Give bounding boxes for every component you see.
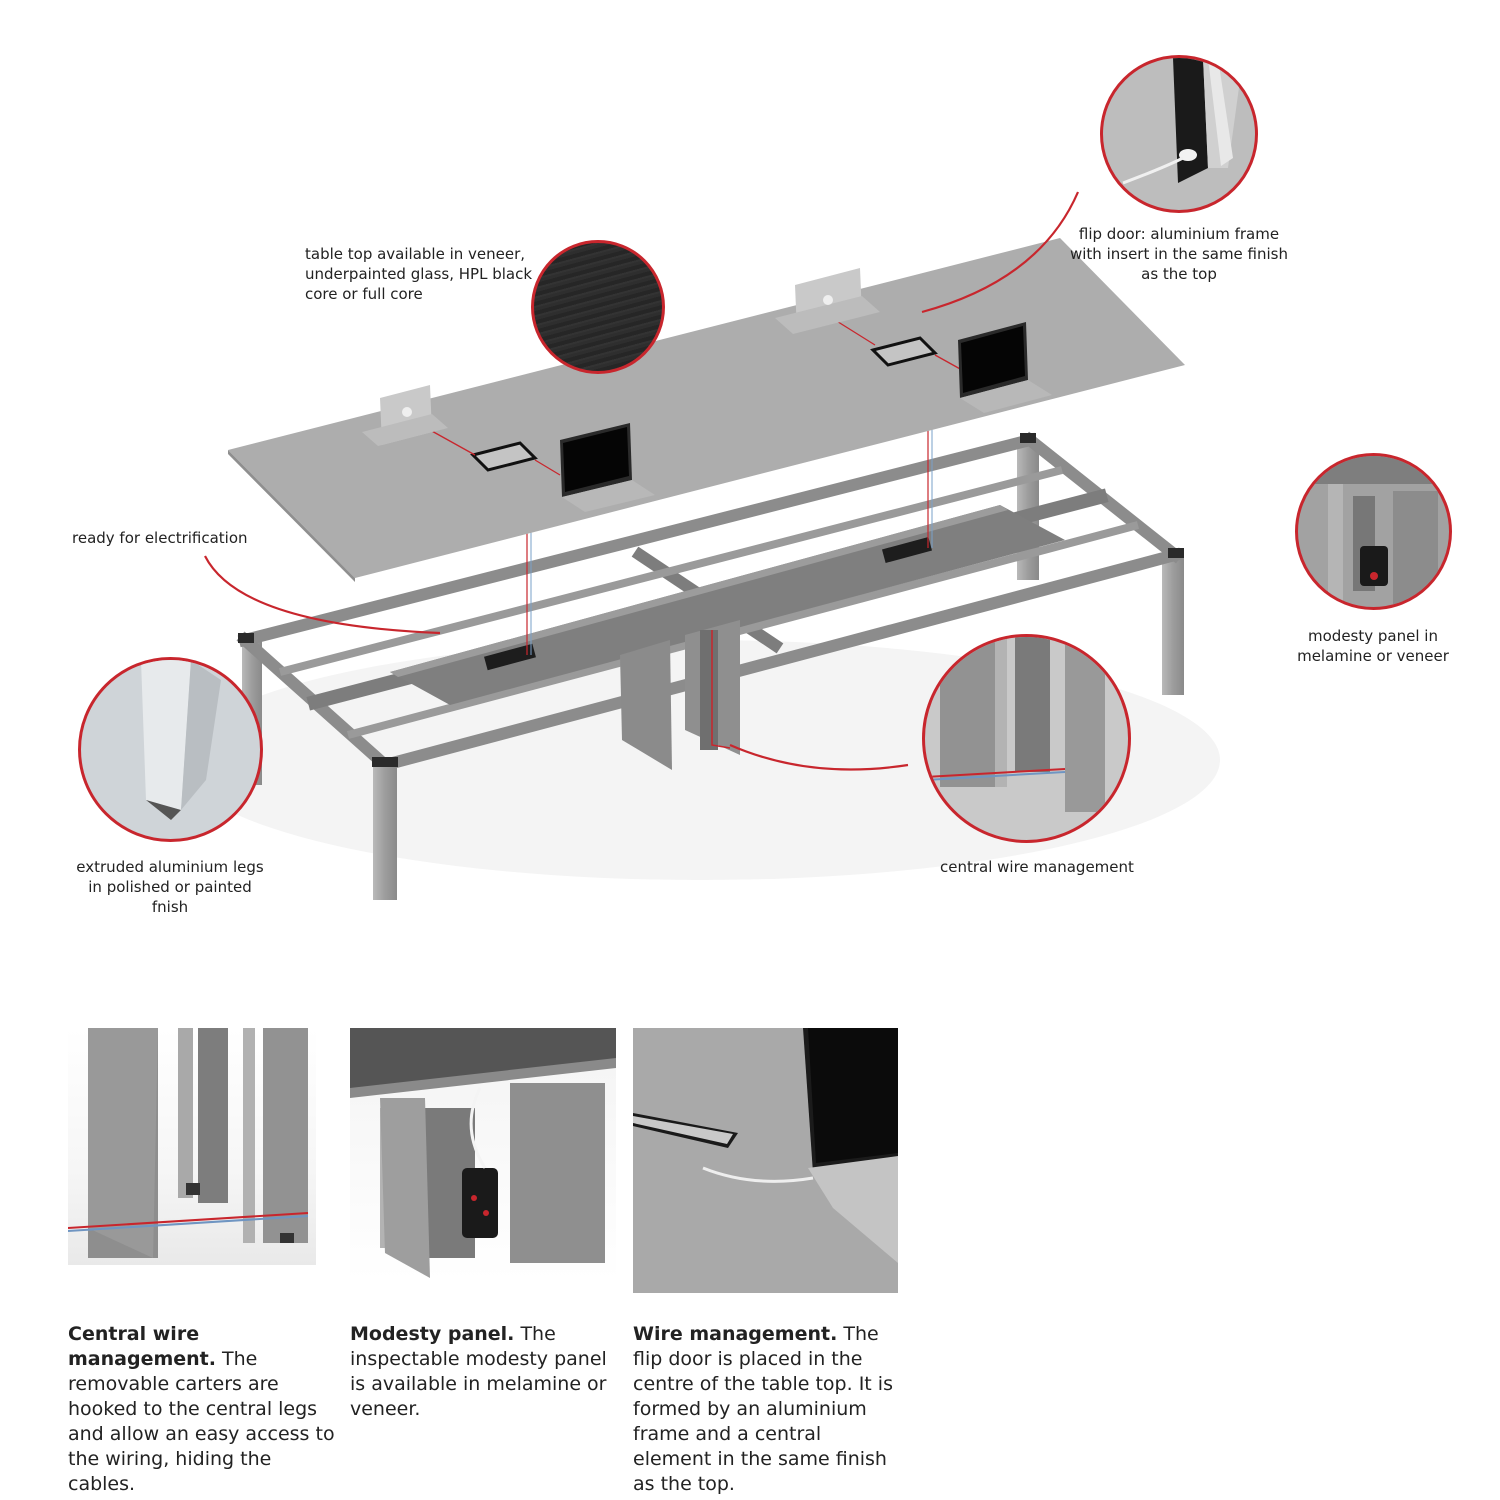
power-strip	[484, 643, 536, 671]
callout-modesty-panel: modesty panel in melamine or veneer	[1297, 627, 1449, 665]
photo-central-wire	[68, 1028, 316, 1265]
laptop-dark	[560, 423, 655, 512]
description-body: The flip door is placed in the centre of…	[633, 1323, 893, 1495]
modesty-panel	[620, 640, 672, 770]
table-top	[228, 238, 1185, 578]
photo-modesty-panel	[350, 1028, 616, 1281]
flip-door	[470, 441, 538, 472]
callout-central-wire: central wire management	[940, 858, 1134, 876]
photo-flip-door	[633, 1028, 898, 1293]
description-title: Wire management.	[633, 1323, 838, 1345]
laptop-silver	[775, 268, 880, 334]
table-leg	[1162, 550, 1184, 695]
modesty-panel-detail-circle	[1295, 453, 1452, 610]
description-flip-door: Wire management. The flip door is placed…	[633, 1322, 895, 1497]
laptop-silver	[362, 385, 448, 446]
description-title: Modesty panel.	[350, 1323, 515, 1345]
description-body: The inspectable modesty panel is availab…	[350, 1323, 607, 1420]
flip-door	[870, 336, 938, 367]
laptop-dark	[958, 322, 1052, 413]
connector-line	[729, 743, 909, 771]
description-central-wire: Central wire management. The removable c…	[68, 1322, 338, 1497]
power-strip	[882, 537, 932, 563]
flip-door-detail-circle	[1100, 55, 1258, 213]
connector-line	[921, 191, 1080, 314]
callout-legs: extruded aluminium legs in polished or p…	[76, 858, 264, 916]
table-leg	[373, 760, 397, 900]
description-body: The removable carters are hooked to the …	[68, 1348, 335, 1495]
tabletop-material-circle	[531, 240, 665, 374]
leg-detail-circle	[78, 657, 263, 842]
central-wire-detail-circle	[922, 634, 1131, 843]
callout-flip-door: flip door: aluminium frame with insert i…	[1069, 225, 1288, 283]
callout-table-top: table top available in veneer, underpain…	[305, 245, 533, 303]
callout-electrification: ready for electrification	[72, 529, 248, 547]
description-modesty-panel: Modesty panel. The inspectable modesty p…	[350, 1322, 620, 1422]
description-title: Central wire management.	[68, 1323, 216, 1370]
connector-line	[204, 555, 441, 635]
